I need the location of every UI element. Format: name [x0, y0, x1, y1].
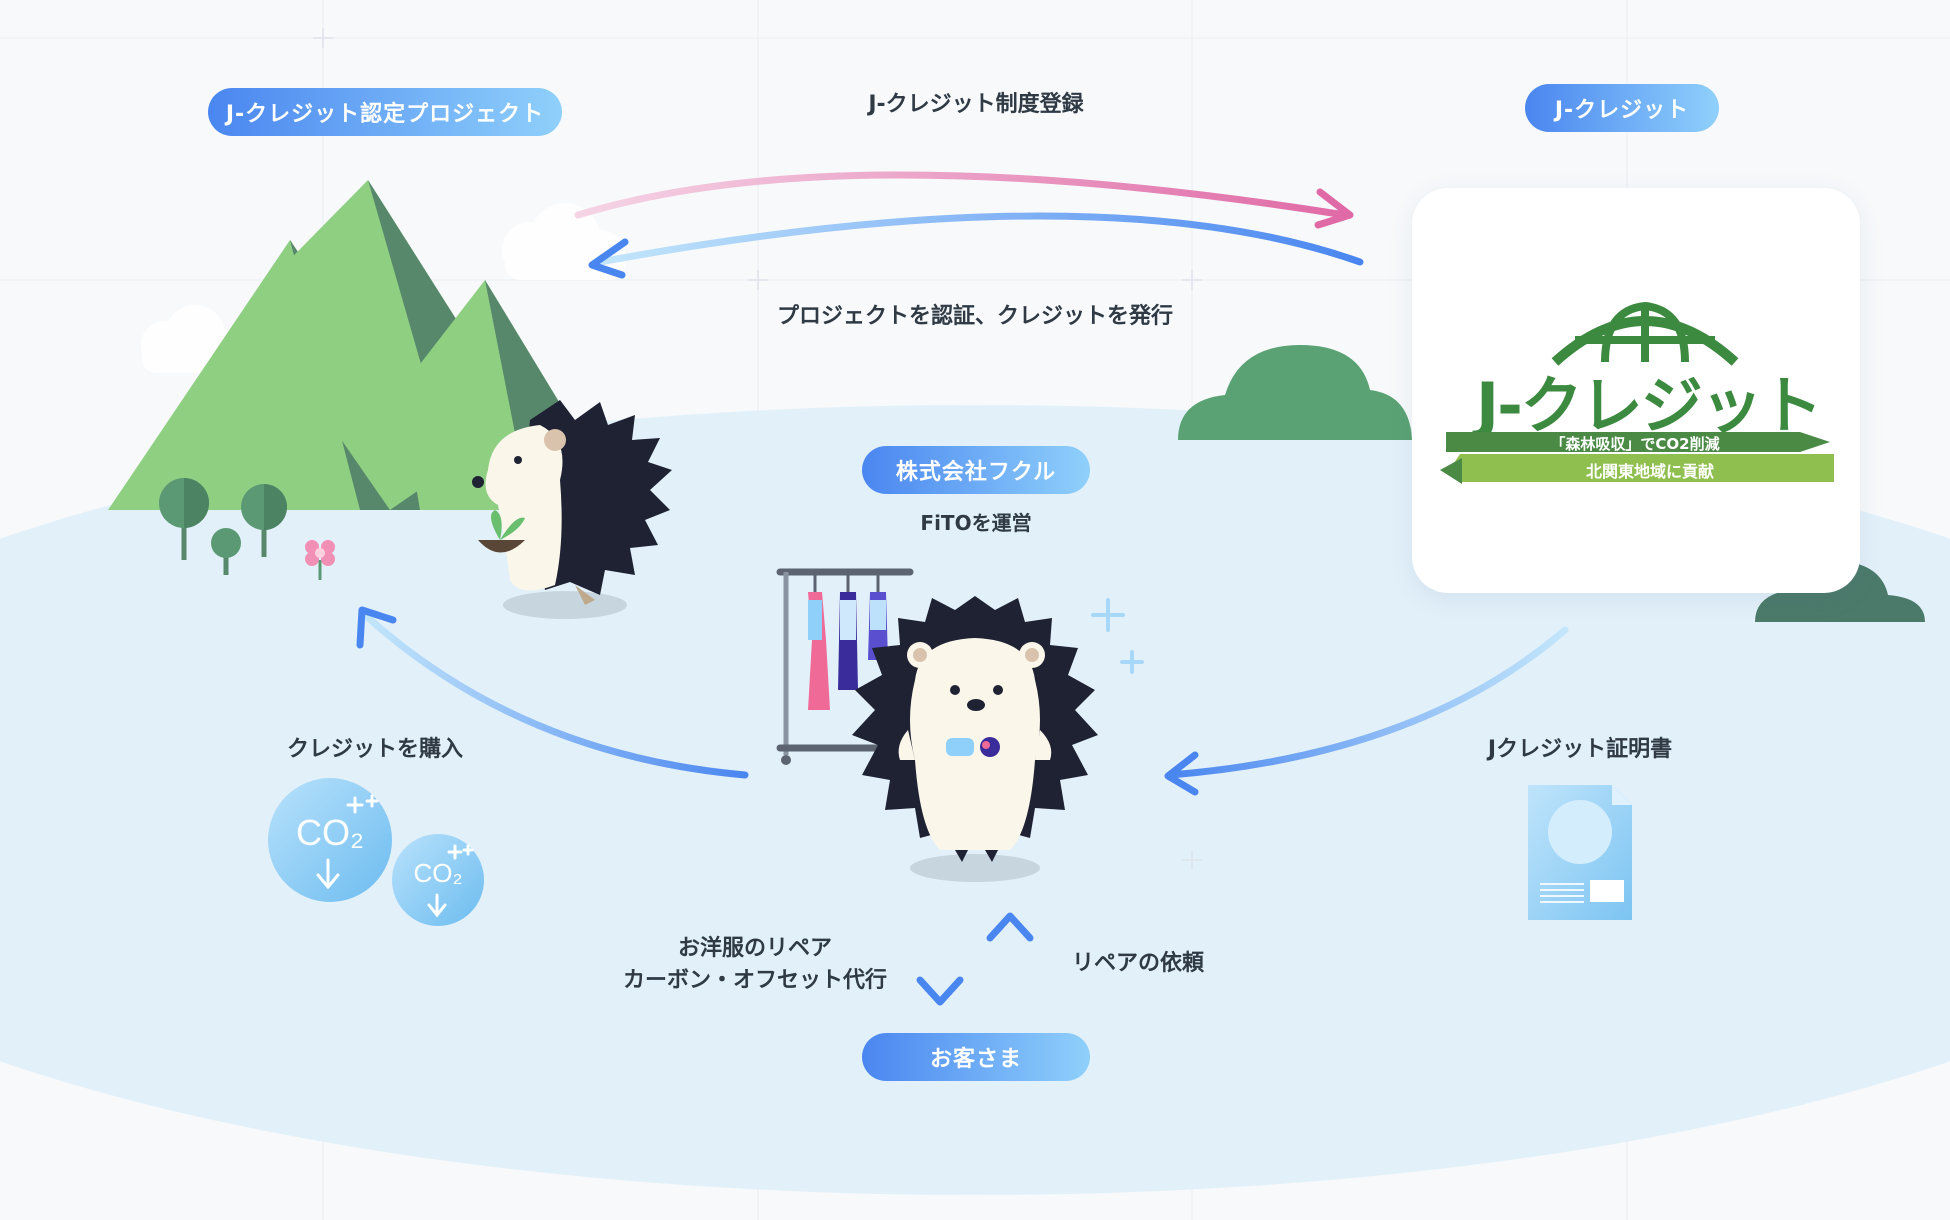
jcredit-pill: J-クレジット: [1525, 84, 1719, 132]
co2-big-text: CO₂: [285, 812, 375, 854]
certificate-label: Jクレジット証明書: [1460, 731, 1700, 763]
document-icon: [1528, 785, 1632, 920]
certify-label: プロジェクトを認証、クレジットを発行: [750, 298, 1200, 330]
company-subtitle: FiTOを運営: [876, 507, 1076, 536]
repair-request-label: リペアの依頼: [1072, 945, 1204, 977]
register-arrow: [578, 175, 1345, 215]
company-pill: 株式会社フクル: [862, 446, 1090, 494]
project-pill: J-クレジット認定プロジェクト: [208, 88, 562, 136]
co2-small-text: CO₂: [405, 858, 471, 889]
certify-arrow: [600, 216, 1360, 262]
buy-credit-label: クレジットを購入: [255, 731, 495, 763]
register-label: J-クレジット制度登録: [776, 86, 1176, 118]
logo-banner-line1: 「森林吸収」でCO2削減: [1450, 433, 1820, 454]
service-label-line1: お洋服のリペア: [620, 930, 890, 962]
service-label-line2: カーボン・オフセット代行: [620, 962, 890, 994]
logo-banner-line2: 北関東地域に貢献: [1465, 458, 1835, 482]
customer-pill: お客さま: [862, 1033, 1090, 1081]
